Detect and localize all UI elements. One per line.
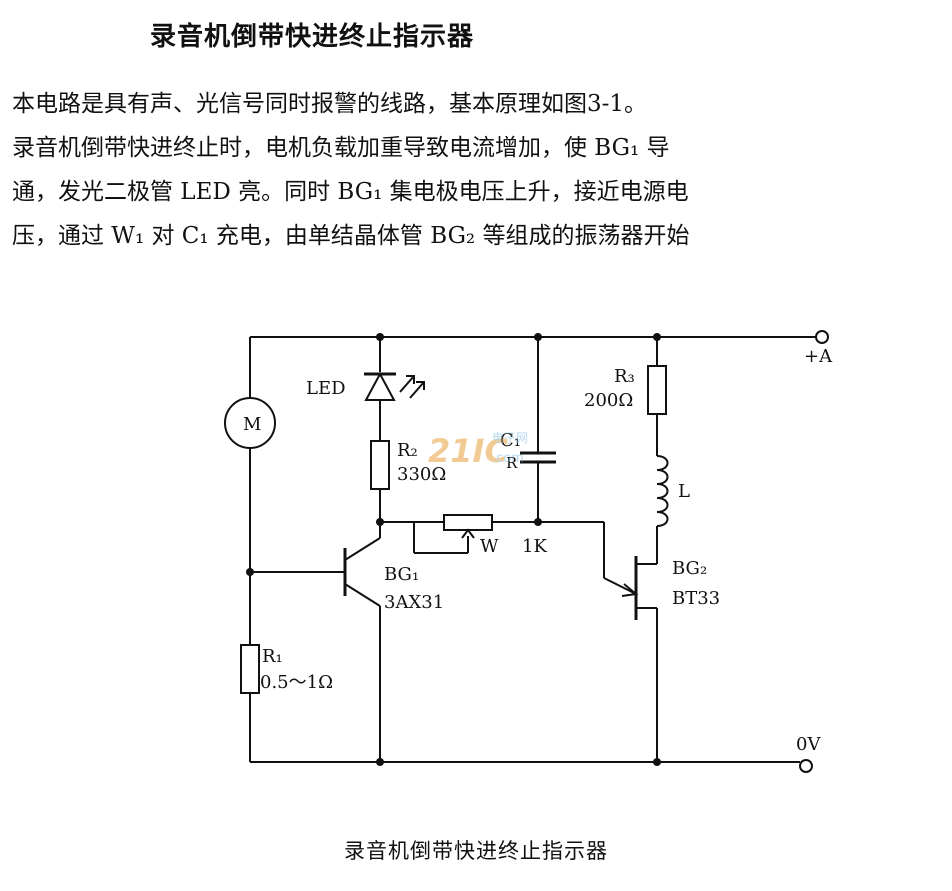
- paragraph-line: 压，通过 W₁ 对 C₁ 充电，由单结晶体管 BG₂ 等组成的振荡器开始: [12, 223, 690, 249]
- terminal-ground: [799, 759, 813, 773]
- junction-dot: [534, 518, 542, 526]
- r2-name-label: R₂: [397, 440, 418, 461]
- r2-value-label: 330Ω: [397, 464, 446, 485]
- led-arrow-1-head: [406, 375, 415, 384]
- watermark-21ic: 21IC 电子网 .com: [428, 431, 528, 470]
- bg2-name-label: BG₂: [672, 558, 707, 579]
- capacitor-sub-label: R: [506, 454, 518, 472]
- junction-dot: [653, 333, 661, 341]
- r1-value-label: 0.5～1Ω: [260, 672, 333, 693]
- pot-w: [443, 514, 493, 531]
- bg1-model-label: 3AX31: [384, 592, 444, 613]
- junction-dot: [376, 333, 384, 341]
- junction-dot: [653, 758, 661, 766]
- led-diode: [364, 371, 396, 401]
- capacitor-label: C₁: [500, 430, 521, 451]
- terminal-positive: [815, 330, 829, 344]
- paragraph-line: 本电路是具有声、光信号同时报警的线路，基本原理如图3-1。: [12, 91, 648, 117]
- pot-value-label: 1K: [522, 536, 547, 557]
- pot-wiper-arrow: [461, 528, 475, 539]
- led-label: LED: [306, 378, 346, 399]
- page-title: 录音机倒带快进终止指示器: [150, 22, 475, 52]
- r1-name-label: R₁: [262, 646, 283, 667]
- junction-dot: [534, 333, 542, 341]
- paragraph-line: 录音机倒带快进终止时，电机负载加重导致电流增加，使 BG₁ 导: [12, 135, 670, 161]
- r1-resistor: [240, 644, 260, 694]
- bg1-name-label: BG₁: [384, 564, 419, 585]
- led-arrow-2: [409, 381, 425, 399]
- bg2-model-label: BT33: [672, 588, 720, 609]
- supply-zero-label: 0V: [796, 734, 821, 755]
- figure-caption: 录音机倒带快进终止指示器: [344, 839, 608, 863]
- inductor-l: [656, 455, 669, 527]
- led-arrow-1: [399, 375, 415, 393]
- junction-dot: [376, 518, 384, 526]
- r3-value-label: 200Ω: [584, 390, 633, 411]
- body-paragraph: 本电路是具有声、光信号同时报警的线路，基本原理如图3-1。 录音机倒带快进终止时…: [12, 82, 937, 258]
- supply-positive-label: +A: [804, 346, 833, 367]
- inductor-label: L: [678, 481, 690, 502]
- junction-dot: [376, 758, 384, 766]
- watermark-cn: 电子网: [492, 431, 528, 445]
- watermark-url: .com: [492, 451, 524, 466]
- bg1-collector: [344, 537, 381, 561]
- led-arrow-2-head: [416, 381, 425, 390]
- pot-name-label: W: [480, 536, 499, 557]
- motor-label: M: [243, 414, 261, 435]
- bg1-emitter: [344, 583, 381, 607]
- paragraph-line: 通，发光二极管 LED 亮。同时 BG₁ 集电极电压上升，接近电源电: [12, 179, 689, 205]
- r3-resistor: [647, 365, 667, 415]
- watermark-logo: 21IC: [428, 432, 508, 470]
- junction-dot: [246, 568, 254, 576]
- bg2-emitter: [603, 577, 637, 595]
- r3-name-label: R₃: [614, 366, 635, 387]
- r2-resistor: [370, 440, 390, 490]
